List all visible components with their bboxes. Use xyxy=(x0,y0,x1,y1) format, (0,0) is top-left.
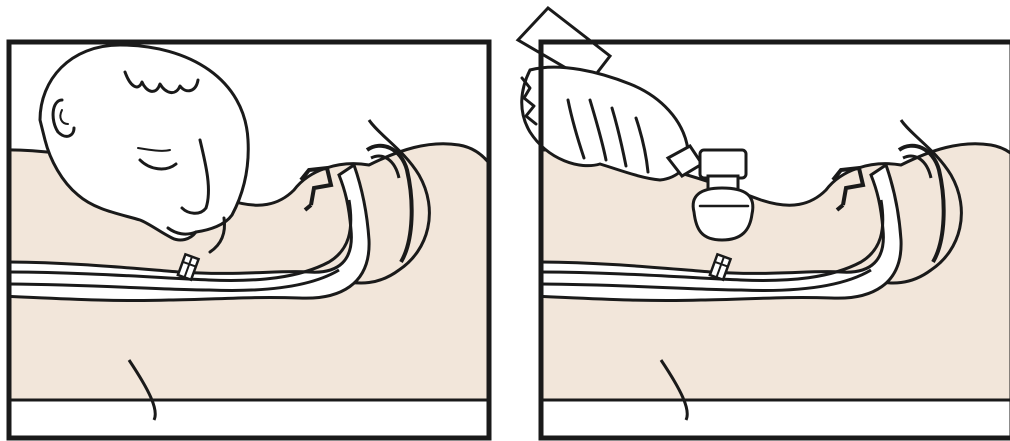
panel-right xyxy=(518,8,1010,438)
panel-left xyxy=(0,42,509,438)
